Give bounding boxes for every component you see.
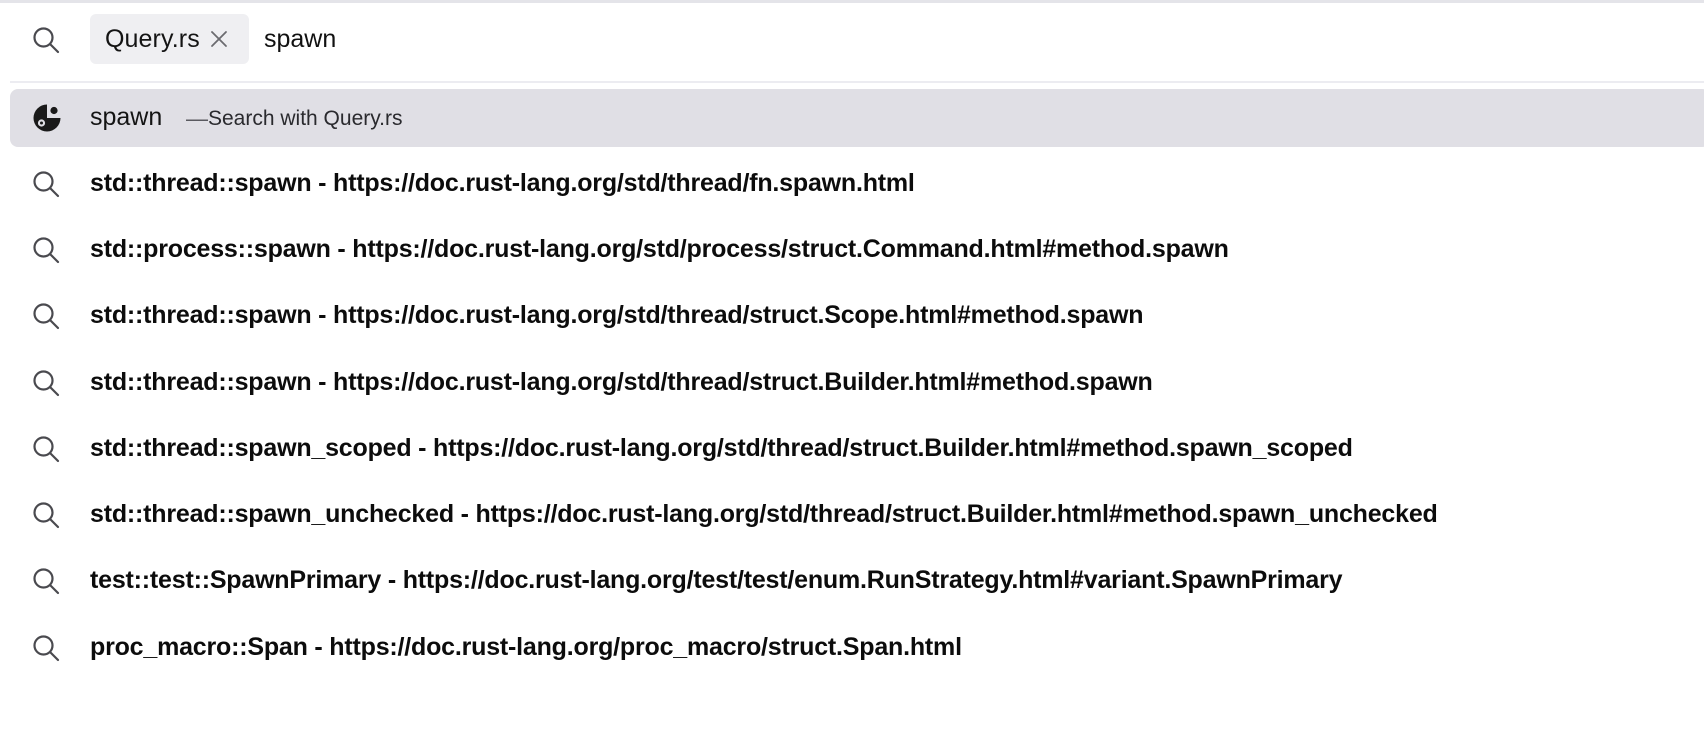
result-row[interactable]: std::thread::spawn - https://doc.rust-la… xyxy=(0,354,1704,412)
result-row[interactable]: std::process::spawn - https://doc.rust-l… xyxy=(0,221,1704,279)
result-row[interactable]: std::thread::spawn_scoped - https://doc.… xyxy=(0,420,1704,478)
result-text: std::thread::spawn_scoped - https://doc.… xyxy=(90,434,1353,462)
result-text: proc_macro::Span - https://doc.rust-lang… xyxy=(90,633,962,661)
result-row[interactable]: test::test::SpawnPrimary - https://doc.r… xyxy=(0,552,1704,610)
result-text: test::test::SpawnPrimary - https://doc.r… xyxy=(90,566,1343,594)
urlbar-separator xyxy=(10,81,1704,83)
query-rs-engine-icon xyxy=(32,103,62,133)
window-top-border xyxy=(0,0,1704,3)
search-engine-chip-label: Query.rs xyxy=(105,24,200,53)
search-icon xyxy=(31,566,61,596)
search-input[interactable] xyxy=(264,16,1664,62)
search-icon xyxy=(31,25,61,55)
result-row[interactable]: std::thread::spawn_unchecked - https://d… xyxy=(0,486,1704,544)
result-row[interactable]: proc_macro::Span - https://doc.rust-lang… xyxy=(0,619,1704,677)
result-text: std::thread::spawn - https://doc.rust-la… xyxy=(90,169,915,197)
search-icon xyxy=(31,368,61,398)
search-with-engine-row[interactable]: spawn — Search with Query.rs xyxy=(10,89,1704,147)
suggestion-term: spawn xyxy=(90,103,163,131)
result-text: std::thread::spawn_unchecked - https://d… xyxy=(90,500,1438,528)
close-icon[interactable] xyxy=(210,30,228,48)
suggestion-separator: — xyxy=(186,106,208,131)
search-engine-chip[interactable]: Query.rs xyxy=(90,14,249,64)
search-icon xyxy=(31,434,61,464)
result-text: std::process::spawn - https://doc.rust-l… xyxy=(90,235,1229,263)
suggestion-action-label: Search with Query.rs xyxy=(208,107,403,130)
urlbar: Query.rs xyxy=(0,3,1704,79)
search-icon xyxy=(31,235,61,265)
result-row[interactable]: std::thread::spawn - https://doc.rust-la… xyxy=(0,287,1704,345)
search-icon xyxy=(31,169,61,199)
result-text: std::thread::spawn - https://doc.rust-la… xyxy=(90,368,1153,396)
result-row[interactable]: std::thread::spawn - https://doc.rust-la… xyxy=(0,155,1704,213)
result-text: std::thread::spawn - https://doc.rust-la… xyxy=(90,301,1144,329)
search-icon xyxy=(31,633,61,663)
search-icon xyxy=(31,500,61,530)
search-icon xyxy=(31,301,61,331)
